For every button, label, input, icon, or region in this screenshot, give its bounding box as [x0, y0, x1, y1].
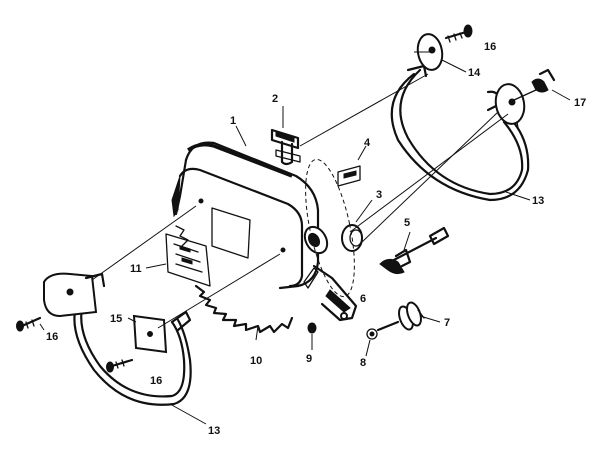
- screw-bottom: [106, 358, 134, 373]
- left-guard-plate: [127, 314, 168, 354]
- dust-elbow-fitting: [270, 106, 300, 166]
- left-lower-guard: [73, 298, 192, 406]
- callout-7: 7: [444, 317, 450, 329]
- spreader-bracket: [303, 264, 358, 322]
- right-pivot-disc: [494, 68, 571, 125]
- clip: [337, 145, 367, 187]
- anti-kickback-plate: [165, 233, 211, 287]
- screw-left: [16, 316, 45, 332]
- alignment-indicator: [305, 158, 355, 298]
- screw-top: [444, 24, 473, 43]
- callout-17: 17: [574, 97, 586, 109]
- callout-13-left: 13: [208, 425, 220, 437]
- callout-9: 9: [306, 353, 312, 365]
- callout-1: 1: [230, 115, 236, 127]
- callout-5: 5: [404, 217, 410, 229]
- callout-8: 8: [360, 357, 366, 369]
- collar-sleeve: [303, 199, 373, 255]
- washer: [365, 328, 378, 357]
- callout-13-right: 13: [532, 195, 544, 207]
- callout-4: 4: [364, 137, 371, 149]
- callout-10: 10: [250, 355, 262, 367]
- left-guard-disc: [43, 272, 106, 318]
- knob: [376, 301, 441, 332]
- callout-16-top: 16: [484, 41, 496, 53]
- callout-16-left: 16: [46, 331, 58, 343]
- saw-blade: [175, 225, 294, 334]
- callout-6: 6: [360, 293, 366, 305]
- callout-3: 3: [376, 189, 382, 201]
- wing-nut-and-stud: [379, 226, 450, 275]
- callout-14: 14: [468, 67, 481, 79]
- callout-11: 11: [130, 263, 142, 275]
- callout-15: 15: [110, 313, 122, 325]
- callout-16-bottom: 16: [150, 375, 162, 387]
- callout-2: 2: [272, 93, 278, 105]
- nut: [307, 322, 317, 350]
- blade-guard-housing: [171, 141, 320, 290]
